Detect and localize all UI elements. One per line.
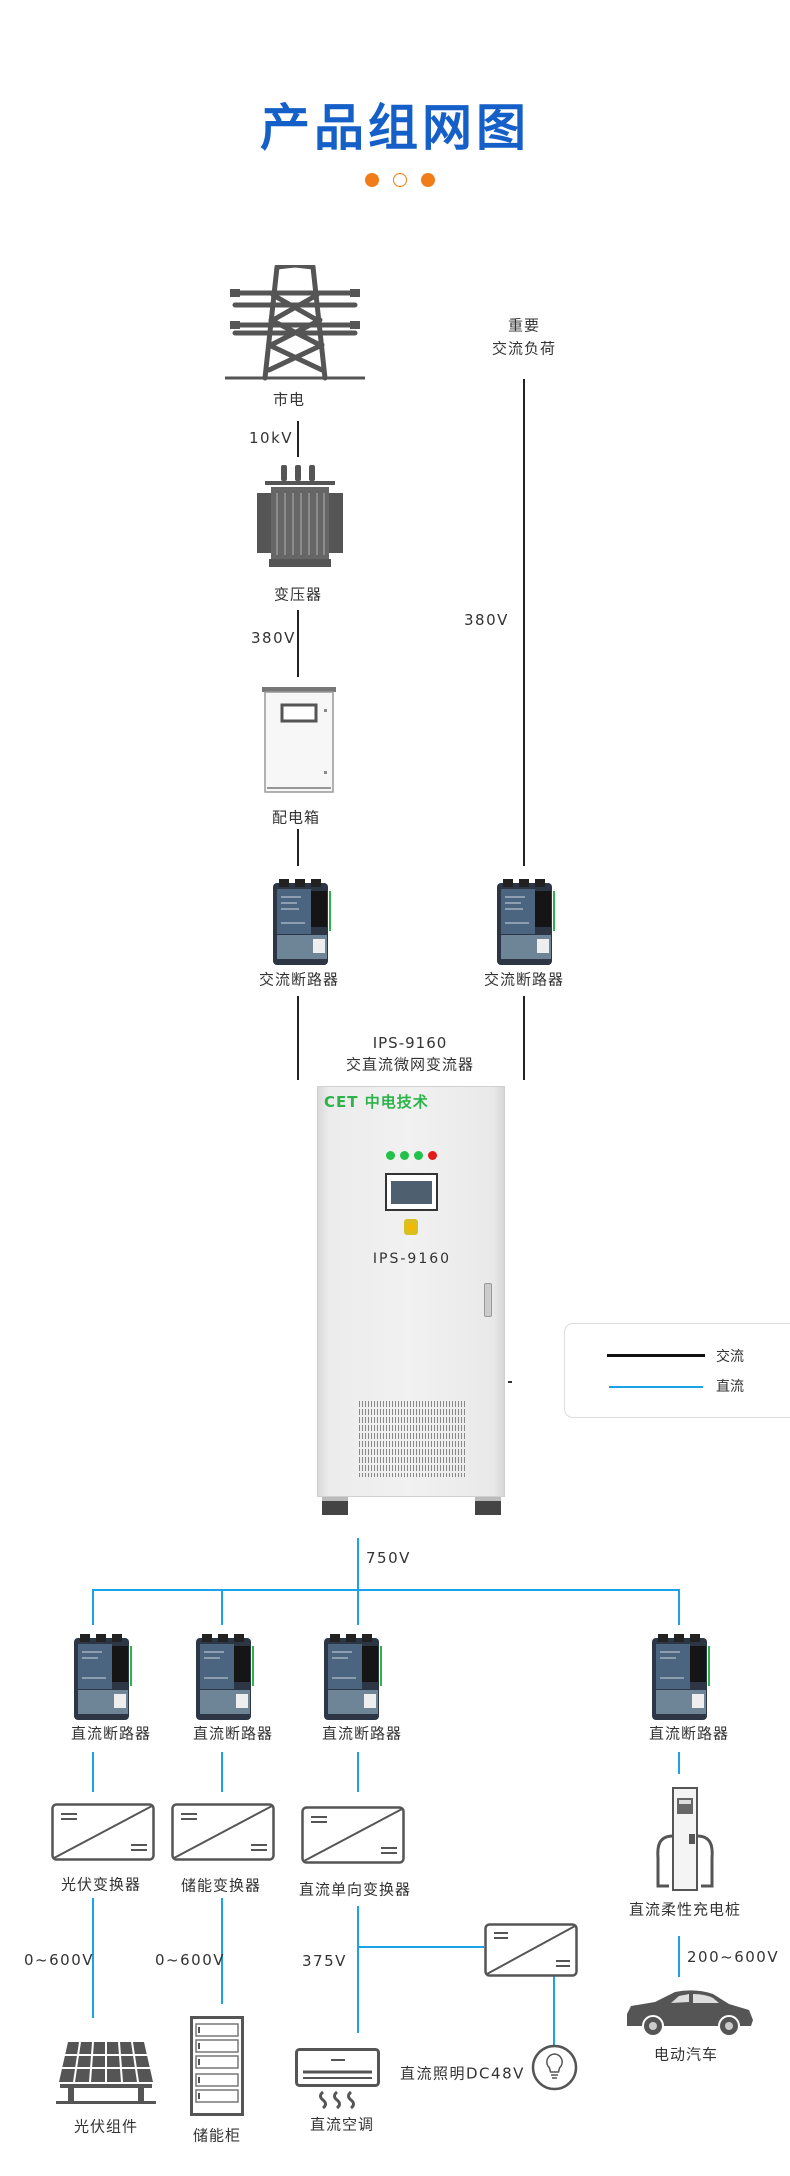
ac-line <box>297 829 299 866</box>
pv-converter-label: 光伏变换器 <box>60 1875 142 1894</box>
ac-line <box>523 379 525 866</box>
electric-car-icon <box>627 1990 753 2037</box>
dc-line <box>92 1752 94 1792</box>
dc-line <box>221 1752 223 1792</box>
dc-line <box>358 1946 484 1948</box>
dcdc-converter-label: 直流单向变换器 <box>298 1880 412 1899</box>
ev-label: 电动汽车 <box>653 2045 719 2064</box>
dc-line <box>221 1589 223 1625</box>
dc-line <box>92 1898 94 2018</box>
dc-line <box>221 1898 223 2004</box>
emergency-stop-button <box>404 1219 418 1235</box>
dc-ac-label: 直流空调 <box>309 2115 375 2134</box>
door-handle <box>484 1283 492 1317</box>
dc-line <box>678 1936 680 1977</box>
dc-breaker-dcdc-icon <box>324 1634 382 1720</box>
transformer-voltage-label: 380V <box>251 629 296 647</box>
indicator-led <box>428 1151 437 1160</box>
transformer-label: 变压器 <box>273 585 323 604</box>
converter-model-label: IPS-9160 <box>372 1034 448 1052</box>
grid-voltage-label: 10kV <box>249 429 294 447</box>
legend-dc-line <box>609 1386 703 1388</box>
light-bulb-icon <box>531 2044 578 2091</box>
load-label-line1: 重要 <box>507 316 541 335</box>
dc-breaker-ev-label: 直流断路器 <box>648 1724 730 1743</box>
storage-cabinet-icon <box>190 2016 244 2116</box>
dc-line <box>678 1752 680 1774</box>
load-label-line2: 交流负荷 <box>491 339 557 358</box>
solar-panel-icon <box>56 2041 156 2104</box>
cabinet-model-text: IPS-9160 <box>372 1251 452 1267</box>
page-title: 产品组网图 <box>260 99 530 157</box>
decor-dot <box>393 173 407 187</box>
dc-breaker-pv-icon <box>74 1634 132 1720</box>
storage-cabinet-label: 储能柜 <box>192 2126 242 2145</box>
load-voltage-label: 380V <box>464 611 509 629</box>
legend-ac-line <box>607 1354 705 1357</box>
ips-9160-cabinet: CET 中电技术 IPS-9160 <box>317 1086 505 1497</box>
storage-converter-label: 储能变换器 <box>180 1876 262 1895</box>
dc-bus-voltage-label: 750V <box>366 1549 411 1567</box>
dcdc-converter-icon <box>301 1806 405 1864</box>
vent-grille <box>359 1401 466 1477</box>
dc-bus <box>92 1589 680 1591</box>
ev-charger-icon <box>656 1787 714 1891</box>
distribution-box-icon <box>262 687 336 793</box>
dc-line <box>553 1976 555 2045</box>
ac-breaker-right-icon <box>497 879 555 965</box>
ac-breaker-left-icon <box>273 879 331 965</box>
legend-dc-label: 直流 <box>716 1379 744 1395</box>
lighting-converter-icon <box>484 1923 578 1977</box>
dc-breaker-storage-label: 直流断路器 <box>192 1724 274 1743</box>
legend-ac-label: 交流 <box>716 1349 744 1365</box>
dc-lighting-label: 直流照明DC48V <box>400 2064 525 2083</box>
dc-line <box>678 1589 680 1625</box>
ac-line <box>523 996 525 1080</box>
dc-line <box>357 1752 359 1792</box>
ac-breaker-left-label: 交流断路器 <box>258 970 340 989</box>
power-tower-icon <box>225 265 365 381</box>
indicator-led <box>400 1151 409 1160</box>
transformer-icon <box>257 465 343 567</box>
dc-line <box>92 1589 94 1625</box>
dc-breaker-ev-icon <box>652 1634 710 1720</box>
dc-line <box>357 1538 359 1625</box>
dc-breaker-storage-icon <box>196 1634 254 1720</box>
decor-dot <box>421 173 435 187</box>
ev-voltage-label: 200~600V <box>687 1948 780 1966</box>
grid-label: 市电 <box>272 390 306 409</box>
indicator-led <box>386 1151 395 1160</box>
dc-breaker-pv-label: 直流断路器 <box>70 1724 152 1743</box>
dc-line <box>357 1906 359 2033</box>
ac-line <box>297 610 299 677</box>
cabinet-foot <box>322 1497 348 1515</box>
dash-mark <box>508 1381 512 1383</box>
converter-name-label: 交直流微网变流器 <box>345 1055 475 1074</box>
touch-screen <box>385 1173 438 1211</box>
pv-converter-icon <box>51 1803 155 1861</box>
ac-breaker-right-label: 交流断路器 <box>483 970 565 989</box>
legend: 交流 直流 <box>564 1323 790 1418</box>
dcdc-voltage-label: 375V <box>302 1952 347 1970</box>
air-conditioner-icon <box>295 2048 380 2110</box>
distribution-box-label: 配电箱 <box>271 808 321 827</box>
decor-dot <box>365 173 379 187</box>
ev-charger-label: 直流柔性充电桩 <box>628 1900 742 1919</box>
pv-voltage-label: 0~600V <box>24 1951 95 1969</box>
cabinet-foot <box>475 1497 501 1515</box>
storage-converter-icon <box>171 1803 275 1861</box>
brand-logo: CET 中电技术 <box>324 1093 429 1111</box>
ac-line <box>297 421 299 457</box>
indicator-led <box>414 1151 423 1160</box>
ac-line <box>297 996 299 1080</box>
dc-breaker-dcdc-label: 直流断路器 <box>321 1724 403 1743</box>
storage-voltage-label: 0~600V <box>155 1951 226 1969</box>
pv-module-label: 光伏组件 <box>73 2117 139 2136</box>
